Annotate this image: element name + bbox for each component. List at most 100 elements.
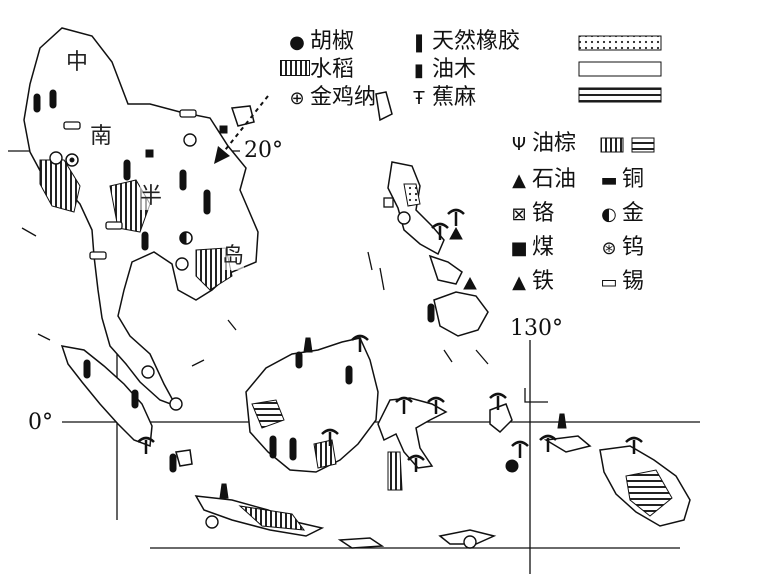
tungsten-icon: ⊛ xyxy=(601,238,617,259)
tung-oil-mark xyxy=(33,93,41,113)
cinchona-icon: ⊕ xyxy=(289,88,305,109)
oil-palm-mark xyxy=(427,396,445,414)
petroleum-mark xyxy=(303,337,313,353)
gold-mark xyxy=(179,231,187,245)
island-sumbawa xyxy=(337,537,385,549)
rice-region-java xyxy=(238,505,306,531)
rice-region-borneo xyxy=(251,399,285,429)
oil-palm-mark xyxy=(447,208,465,226)
tin-mark xyxy=(183,133,197,147)
map-symbols xyxy=(33,89,643,549)
latitude-20-label: 20° xyxy=(244,138,283,163)
iron-mark xyxy=(449,226,463,240)
island-hainan xyxy=(230,105,255,127)
legend-swatch-small xyxy=(600,137,655,153)
place-char-dao: 岛 xyxy=(222,238,245,270)
legend-item-tungsten: ⊛钨 xyxy=(598,236,644,261)
tung-oil-mark xyxy=(49,89,57,109)
legend-item-tin: ▭锡 xyxy=(598,270,644,295)
tung-oil-mark xyxy=(269,435,277,459)
tin-ingot-mark xyxy=(89,251,107,260)
philippines-luzon xyxy=(387,161,445,256)
tung-oil-mark xyxy=(179,169,187,191)
oil-palm-mark xyxy=(395,396,413,414)
tin-marks xyxy=(49,133,477,549)
gold-mark xyxy=(505,459,519,473)
copper-icon: ▬ xyxy=(600,170,618,191)
rice-region-sulawesi xyxy=(313,439,337,469)
oil-palm-mark xyxy=(511,440,529,458)
tin-ingot-mark xyxy=(179,109,197,118)
oil-palm-mark xyxy=(431,222,449,240)
abaca-icon: Ŧ xyxy=(413,88,425,109)
oil-palm-marks xyxy=(137,208,643,472)
legend-item-iron: ▲铁 xyxy=(508,270,554,295)
rice-regions xyxy=(39,159,673,531)
tung-oil-mark xyxy=(141,231,149,251)
tung-oil-mark xyxy=(83,359,91,379)
chromium-mark xyxy=(383,197,394,208)
rice-region-newguinea xyxy=(625,469,673,517)
tin-ingot-mark xyxy=(105,221,123,230)
iron-mark xyxy=(463,276,477,290)
petroleum-mark xyxy=(557,413,567,429)
iron-icon: ▲ xyxy=(512,272,526,293)
tung-oil-mark xyxy=(295,351,303,369)
coal-mark xyxy=(219,125,228,134)
tung-oil-mark xyxy=(203,189,211,215)
oil-palm-mark xyxy=(489,392,507,410)
rubber-icon: ❚ xyxy=(411,32,427,53)
legend-item-chromium: ⊠铬 xyxy=(508,202,554,227)
legend-item-rice: 水稻 xyxy=(280,58,354,83)
tin-mark xyxy=(49,151,63,165)
tung-oil-mark xyxy=(169,453,177,473)
tung-oil-icon: ▮ xyxy=(414,60,424,81)
oil-palm-mark xyxy=(539,434,557,452)
legend-item-rubber: ❚天然橡胶 xyxy=(408,30,520,55)
oil-palm-mark xyxy=(625,436,643,454)
legend-pattern-swatches xyxy=(578,35,662,103)
tin-mark xyxy=(141,365,155,379)
tung-oil-mark xyxy=(123,159,131,181)
island-seram xyxy=(543,435,592,453)
tin-mark xyxy=(397,211,411,225)
philippines-mindanao xyxy=(433,291,489,337)
tin-mark xyxy=(169,397,183,411)
place-char-zhong: 中 xyxy=(66,44,89,76)
petroleum-mark xyxy=(219,483,229,499)
place-char-ban: 半 xyxy=(140,178,163,210)
legend-item-coal: ■煤 xyxy=(508,236,554,261)
tung-oil-mark xyxy=(427,303,435,323)
rice-region-timor xyxy=(387,451,403,491)
tung-oil-mark xyxy=(131,389,139,409)
tin-mark xyxy=(175,257,189,271)
latitude-0-label: 0° xyxy=(28,410,53,435)
chromium-icon: ⊠ xyxy=(511,204,527,225)
rice-icon xyxy=(280,59,310,83)
legend-item-cinchona: ⊕金鸡纳 xyxy=(286,86,376,111)
gold-icon: ◐ xyxy=(601,204,617,225)
tin-ingot-mark xyxy=(63,121,81,130)
legend-item-tung-oil: ▮油木 xyxy=(408,58,476,83)
rice-region-philippines xyxy=(403,183,421,207)
tung-oil-mark xyxy=(345,365,353,385)
legend-item-gold: ◐金 xyxy=(598,202,644,227)
oil-palm-icon: Ψ xyxy=(511,134,527,155)
tung-oil-mark xyxy=(289,437,297,461)
oil-palm-mark xyxy=(321,428,339,446)
place-char-nan: 南 xyxy=(90,118,113,150)
pepper-icon: ● xyxy=(289,32,305,53)
oil-palm-mark xyxy=(137,436,155,454)
legend-item-copper: ▬铜 xyxy=(598,168,644,193)
legend-item-pepper: ●胡椒 xyxy=(286,30,354,55)
coal-icon: ■ xyxy=(510,238,528,259)
petroleum-icon: ▲ xyxy=(512,170,526,191)
legend-item-petroleum: ▲石油 xyxy=(508,168,576,193)
island-taiwan xyxy=(375,91,393,122)
coastline-fragments xyxy=(21,227,489,367)
sulawesi xyxy=(377,397,448,469)
